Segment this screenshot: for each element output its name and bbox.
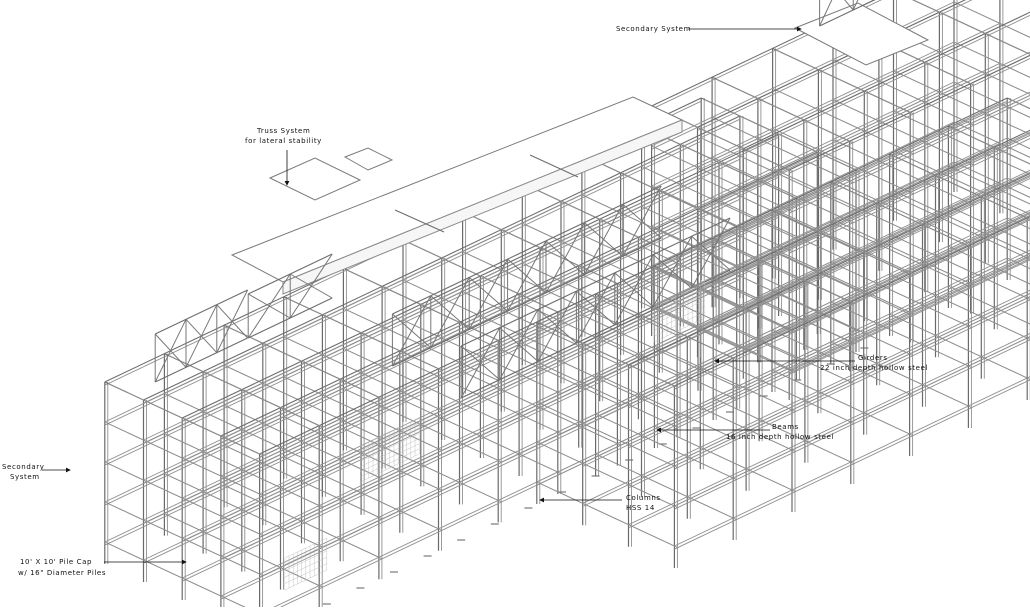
frame-member [652,2,954,146]
frame-member [836,61,974,125]
frame-member [652,0,954,106]
frame-member [217,305,248,338]
frame-member [954,0,1030,26]
label-secondary-system-top: Secondary System [616,25,691,33]
label-beams-subtitle: 16 inch depth hollow steel [726,433,834,441]
frame-member [957,0,1030,28]
frame-member [715,119,853,183]
frame-member [717,400,855,464]
frame-member [776,50,914,114]
label-beams-title: Beams [772,423,799,431]
frame-member [715,79,853,143]
label-pile-cap-title: 10' X 10' Pile Cap [20,558,92,566]
label-secondary-system-left: Secondary [2,463,44,471]
frame-member [954,2,1030,66]
label-truss-title: Truss System [256,127,310,135]
label-columns-title: Columns [626,494,661,502]
label-girders-title: Girders [858,354,888,362]
label-truss-subtitle: for lateral stability [245,137,322,145]
frame-member [954,162,1030,226]
frame-member [655,148,793,212]
frame-member [954,122,1030,186]
frame-member [186,319,217,352]
label-columns-subtitle: HSS 14 [626,504,655,512]
frame-member [834,344,972,408]
label-secondary-system-left-2: System [10,473,40,481]
frame-member [155,290,247,334]
frame-member [599,416,737,480]
frame-member [599,456,737,520]
frame-member [836,101,974,165]
frame-member [954,82,1030,146]
label-pile-cap-subtitle: w/ 16" Diameter Piles [18,569,106,577]
frame-member [652,42,954,186]
label-girders-subtitle: 22 inch depth hollow steel [820,364,928,372]
frame-member [155,334,186,367]
frame-member [658,388,796,452]
frame-grid [105,0,1030,607]
frame-member [957,4,1030,68]
frame-member [834,304,972,368]
frame-member [776,90,914,154]
